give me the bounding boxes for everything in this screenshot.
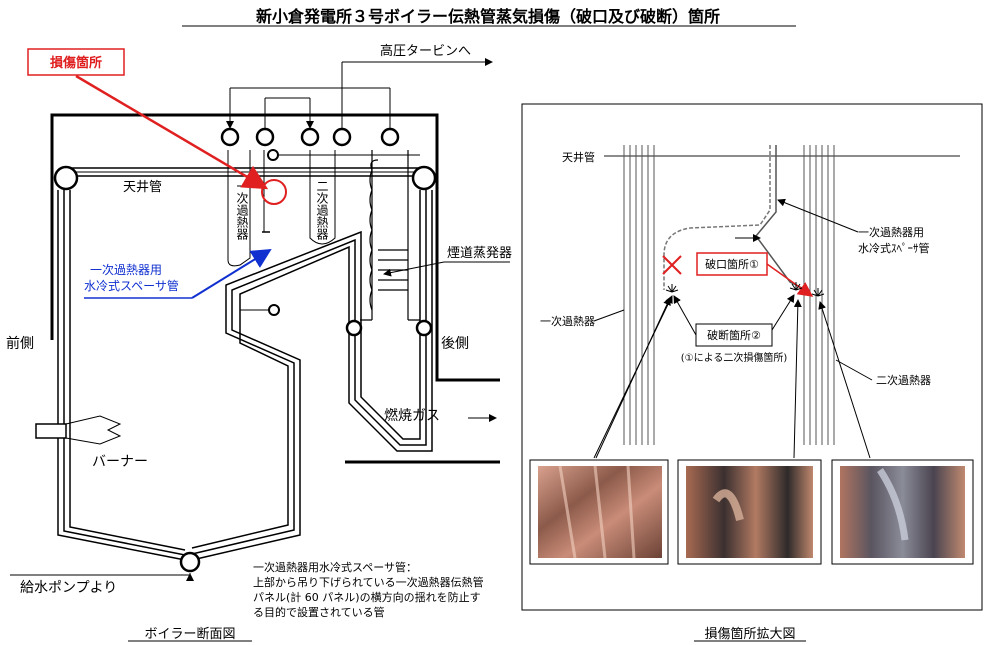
damage-arrow (75, 74, 269, 190)
economizer-header-left (345, 319, 363, 337)
spacer-label-line1: 一次過熱器用 (90, 263, 162, 277)
ceiling-tube-label: 天井管 (123, 180, 162, 195)
combustion-gas-label: 燃焼ガス (384, 407, 440, 424)
header-3 (300, 127, 320, 147)
note-line1: 一次過熱器用水冷式スペーサ管： (253, 560, 417, 574)
burner-label: バーナー (92, 454, 148, 470)
primary-sh-enlarged-label: 一次過熱器 (540, 314, 595, 328)
secondary-superheater-pendant (309, 150, 336, 245)
damage-circle (261, 179, 287, 205)
left-caption: ボイラー断面図 (144, 627, 235, 642)
rupture-mark (662, 255, 682, 275)
rupture-label: 破口箇所① (705, 257, 759, 271)
rear-label: 後側 (441, 336, 469, 352)
economizer-coils (360, 150, 420, 321)
secondary-sh-vertical-label: 二次過熱器 (315, 180, 329, 241)
note-line3: パネル(計 60 パネル)の横方向の揺れを防止す (253, 590, 481, 604)
ceiling-header-left (53, 165, 79, 191)
front-water-wall (57, 190, 186, 561)
header-2 (255, 127, 275, 147)
burner-flame (65, 415, 122, 445)
spacer-enlarged-line1: 一次過熱器用 (858, 225, 924, 239)
ceiling-tube-enlarged-label: 天井管 (562, 150, 595, 164)
photo-break-1 (677, 459, 822, 565)
bottom-header (179, 551, 201, 573)
primary-superheater-pendant (227, 150, 251, 267)
page-title: 新小倉発電所３号ボイラー伝熱管蒸気損傷（破口及び破断）箇所 (256, 7, 720, 26)
nose-header (268, 304, 280, 316)
header-4 (332, 127, 352, 147)
boiler-section: 高圧タービンへ 天井管 一次過熱器 二次過 (6, 43, 512, 642)
enlarged-view: 天井管 一次過熱器用 水冷式ｽﾍﾟｰｻ管 破口箇所① (521, 103, 983, 642)
economizer-label: 煙道蒸発器 (447, 246, 512, 261)
ceiling-header-right (411, 165, 437, 191)
header-5 (380, 127, 400, 147)
front-label: 前側 (6, 335, 34, 352)
primary-sh-bundle (623, 145, 655, 445)
secondary-sh-enlarged-label: 二次過熱器 (876, 373, 931, 387)
note-line2: 上部から吊り下げられている一次過熱器伝熱管 (253, 575, 484, 589)
spacer-enlarged-line2: 水冷式ｽﾍﾟｰｻ管 (858, 241, 930, 255)
photo-rupture (529, 459, 669, 565)
header-small (267, 149, 279, 161)
high-pressure-turbine-label: 高圧タービンへ (380, 43, 471, 59)
spacer-tube (663, 145, 771, 290)
right-caption: 損傷箇所拡大図 (704, 626, 795, 642)
damage-bursts (665, 282, 825, 297)
damage-callout-box (27, 48, 125, 76)
spacer-arrow (191, 248, 272, 299)
feed-pump-label: 給水ポンプより (20, 580, 117, 596)
boiler-casing (50, 113, 500, 382)
header-1 (220, 127, 240, 147)
photo-break-2 (831, 459, 974, 565)
economizer-header-right (415, 319, 433, 337)
rear-water-wall (191, 190, 427, 561)
spacer-label-line2: 水冷式スペーサ管 (84, 278, 179, 293)
primary-sh-vertical-label: 一次過熱器 (235, 180, 249, 241)
secondary-damage-label: (①による二次損傷箇所) (681, 351, 788, 364)
break-label: 破断箇所② (707, 328, 761, 342)
damage-callout-label: 損傷箇所 (50, 55, 102, 71)
note-line4: る目的で設置されている管 (253, 605, 385, 619)
burner-box (35, 423, 67, 439)
